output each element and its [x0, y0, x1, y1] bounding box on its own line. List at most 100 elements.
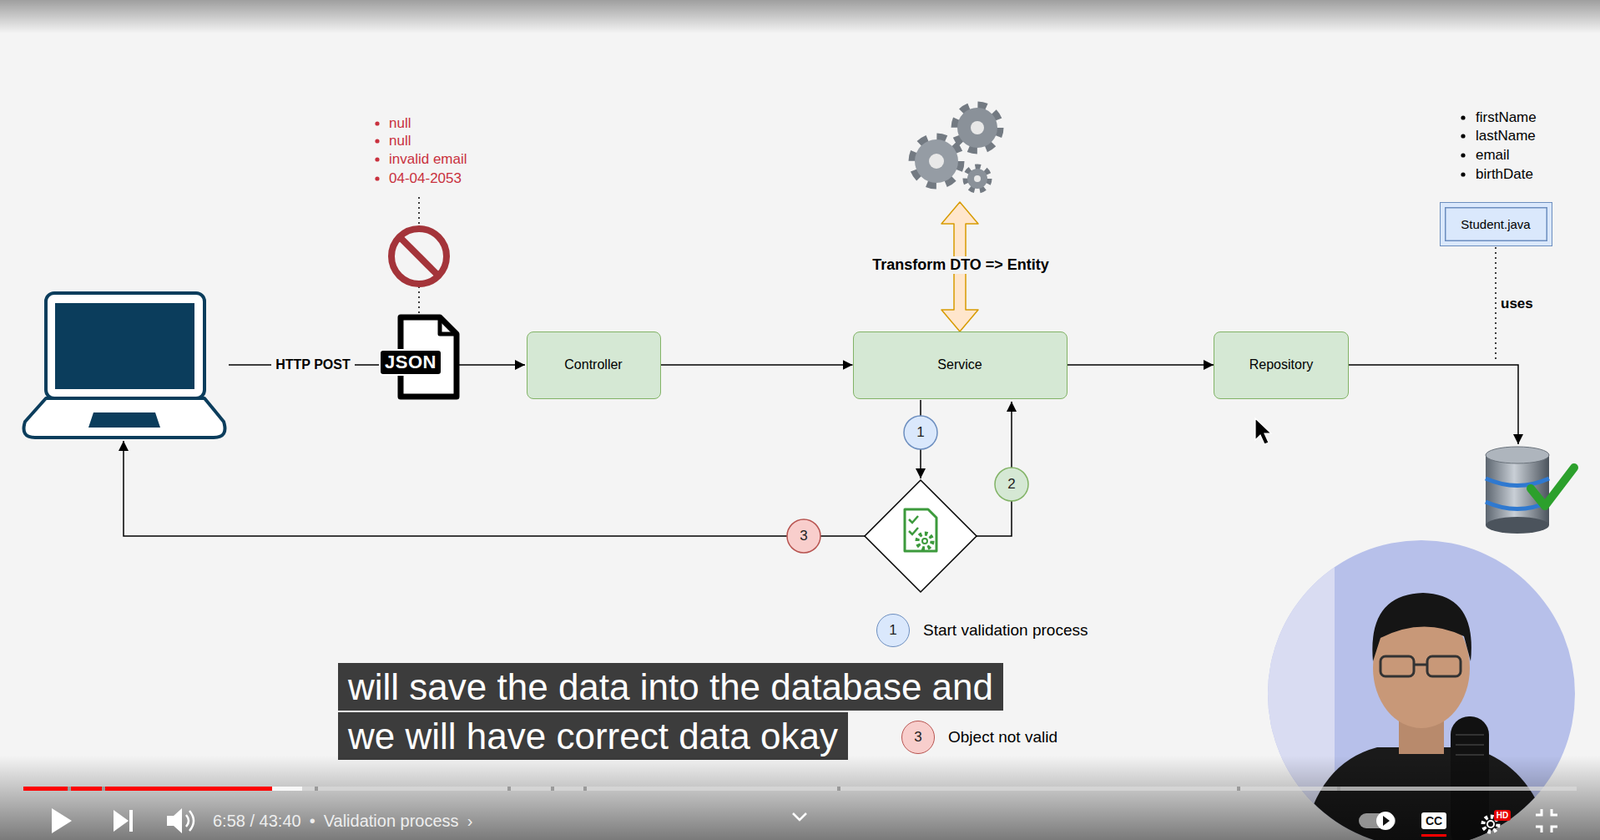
legend-number-text: 3	[913, 728, 922, 745]
field-name-text: birthDate	[1475, 166, 1534, 182]
chapter-title-text: Validation process	[323, 811, 460, 830]
fullscreen-exit-icon	[1535, 808, 1558, 833]
hd-badge-text: HD	[1496, 810, 1509, 820]
bullet-dot	[1460, 133, 1465, 138]
fullscreen-exit-icon	[1551, 808, 1558, 815]
mouse-cursor	[1255, 418, 1272, 445]
bullet-dot	[374, 138, 379, 143]
progress-bar	[1337, 786, 1341, 791]
json-file-icon	[439, 317, 457, 334]
chapter-arrow: ›	[467, 811, 474, 831]
play-icon	[51, 807, 72, 833]
field-name: email	[1475, 146, 1510, 164]
invalid-value-text: null	[388, 132, 411, 149]
progress-bar	[67, 786, 1341, 791]
legend-number: 3	[913, 728, 922, 746]
database-icon	[1485, 446, 1550, 464]
laptop-icon	[55, 302, 195, 389]
invalid-value-text: null	[388, 115, 411, 132]
laptop-icon	[24, 398, 226, 438]
legend-number: 1	[888, 621, 897, 639]
progress-bar	[1236, 786, 1241, 791]
cc-button: CC	[1421, 812, 1447, 829]
next-icon	[129, 809, 133, 832]
field-name-text: firstName	[1475, 109, 1537, 126]
forbidden-sign	[391, 228, 447, 284]
progress-bar	[507, 786, 511, 791]
time-display: 6:58 / 43:40	[212, 811, 302, 831]
field-name: lastName	[1475, 127, 1536, 145]
field-name: birthDate	[1475, 166, 1534, 183]
node-text: Controller	[564, 357, 622, 373]
progress-bar	[101, 786, 106, 791]
decision-diamond	[917, 533, 933, 549]
gears-icon	[974, 175, 981, 182]
laptop-icon	[24, 292, 226, 438]
volume-icon	[186, 814, 189, 827]
callout-number: 2	[1007, 475, 1015, 493]
top-shade	[0, 0, 1600, 34]
progress-bar	[314, 786, 318, 791]
decision-diamond	[904, 509, 937, 551]
chevron-icon	[792, 812, 807, 820]
dotted-leader	[418, 196, 420, 228]
player-shade	[0, 755, 1600, 840]
request-line	[457, 363, 525, 366]
progress-bar	[23, 786, 303, 791]
cc-underline	[1421, 833, 1447, 837]
presenter-webcam	[1427, 656, 1461, 677]
invalid-value-text: invalid email	[388, 151, 468, 167]
node-text: Student.java	[1460, 217, 1530, 232]
step-label: Transform DTO => Entity	[868, 256, 1054, 274]
bullet-dot	[374, 121, 379, 126]
bullet-dot	[374, 121, 379, 181]
flow-arrow	[661, 363, 853, 366]
subtitle: will save the data into the database and…	[338, 661, 1020, 761]
validation-line	[1348, 364, 1519, 445]
presenter-webcam	[1380, 656, 1414, 677]
decision-diamond	[864, 479, 977, 592]
validation-line	[123, 440, 865, 536]
decision-diamond	[908, 515, 919, 535]
decision-diamond	[922, 538, 928, 544]
autoplay-toggle	[1358, 811, 1396, 830]
callout-number-text: 1	[916, 423, 924, 440]
progress-bar	[550, 786, 555, 791]
invalid-value: 04-04-2053	[388, 170, 462, 187]
callout-circle	[787, 415, 1029, 553]
database-icon	[1485, 478, 1550, 486]
volume-icon	[166, 807, 194, 833]
gears-icon	[957, 107, 998, 148]
process-box: Controller	[526, 331, 662, 399]
gears-icon	[928, 153, 944, 169]
bullet-dot	[374, 156, 379, 162]
gears-icon	[914, 139, 959, 183]
autoplay-toggle	[1376, 811, 1395, 830]
field-name-text: email	[1475, 146, 1510, 163]
flow-arrow	[1067, 363, 1215, 366]
gears-icon	[967, 168, 988, 189]
forbidden-sign	[399, 237, 439, 276]
volume-icon	[189, 810, 194, 831]
bullet-dot	[1460, 115, 1465, 177]
volume-icon	[166, 807, 182, 833]
dotted-leader	[418, 286, 420, 315]
bullet-dot	[1460, 115, 1465, 120]
database-icon	[1485, 446, 1575, 534]
callout-circle	[994, 467, 1029, 501]
laptop-icon	[45, 292, 205, 399]
progress-bar	[583, 786, 587, 791]
bullet-dot	[374, 176, 379, 181]
field-name-text: lastName	[1475, 127, 1536, 144]
forbidden-sign	[391, 228, 447, 284]
edge-label: HTTP POST	[271, 357, 355, 373]
subtitle-text: will save the data into the database and…	[338, 662, 1004, 760]
dotted-leader	[1494, 247, 1497, 361]
next-icon	[113, 809, 133, 832]
separator-text: •	[309, 811, 316, 830]
progress-bar	[23, 786, 1577, 791]
invalid-value: null	[388, 115, 411, 132]
callout-circle	[787, 519, 821, 553]
legend-text: Object not valid	[948, 727, 1058, 747]
